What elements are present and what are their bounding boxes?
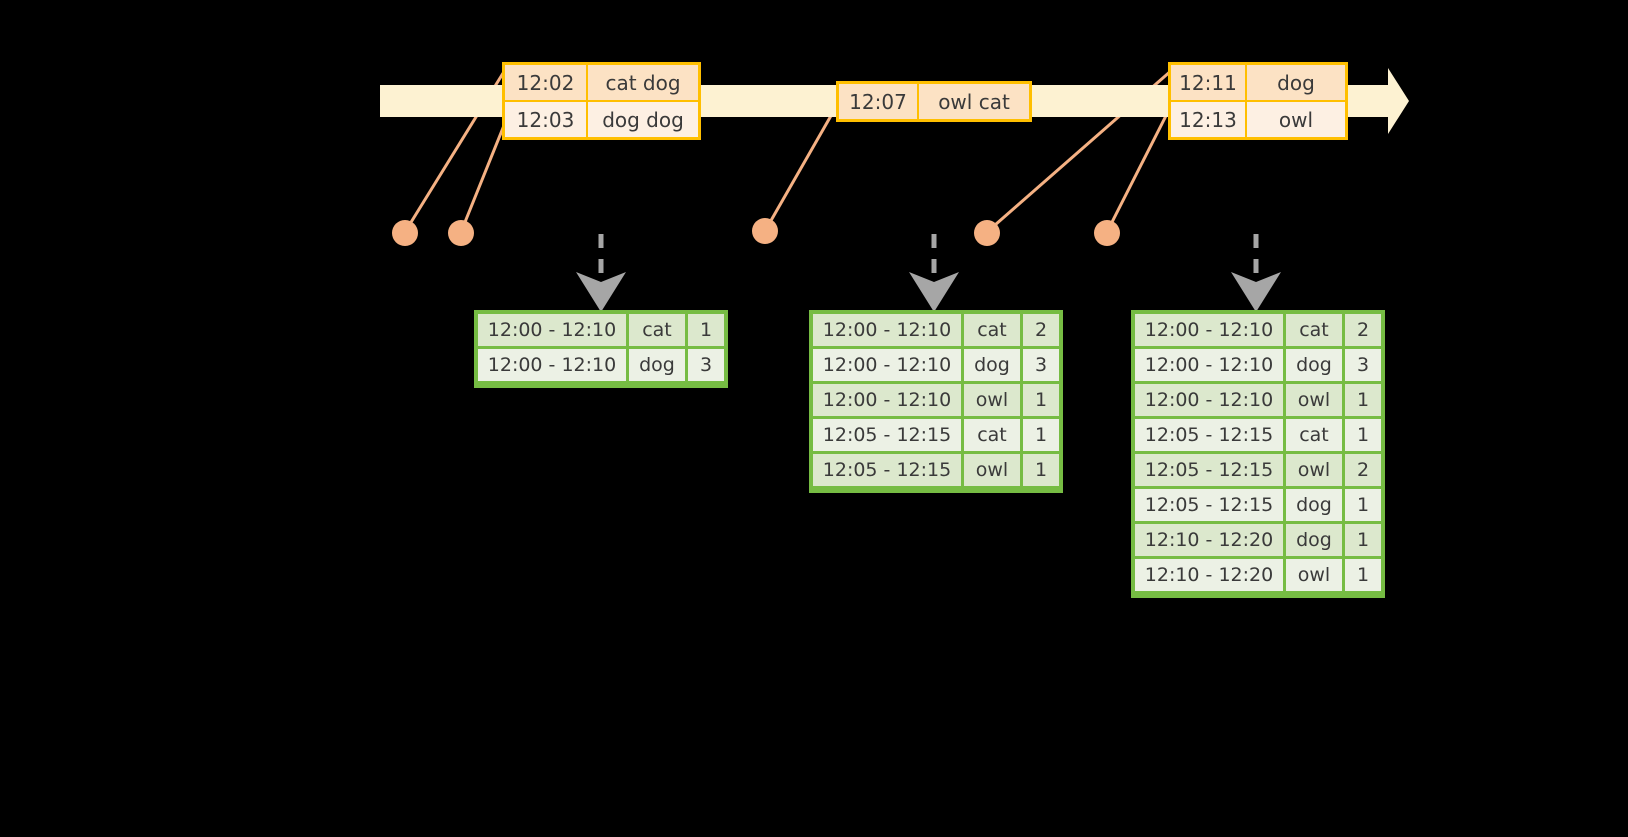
- result-window: 12:00 - 12:10: [813, 314, 961, 346]
- result-count: 2: [1345, 454, 1381, 486]
- result-window: 12:10 - 12:20: [1135, 524, 1283, 556]
- result-window: 12:00 - 12:10: [478, 314, 626, 346]
- result-count: 1: [1023, 384, 1059, 416]
- result-count: 2: [1023, 314, 1059, 346]
- result-window: 12:10 - 12:20: [1135, 559, 1283, 591]
- result-count: 1: [1345, 384, 1381, 416]
- result-key: cat: [1286, 419, 1342, 451]
- result-window: 12:00 - 12:10: [1135, 384, 1283, 416]
- table-row: 12:00 - 12:10 dog 3: [478, 349, 724, 384]
- event-time: 12:02: [505, 65, 588, 100]
- result-key: owl: [1286, 384, 1342, 416]
- event-row: 12:11 dog: [1171, 65, 1345, 100]
- event-value: dog: [1247, 65, 1345, 100]
- result-count: 1: [1345, 489, 1381, 521]
- result-window: 12:00 - 12:10: [1135, 314, 1283, 346]
- event-box-2: 12:07 owl cat: [836, 81, 1032, 122]
- table-row: 12:00 - 12:10 cat 2: [1135, 314, 1381, 349]
- event-dot-4: [974, 220, 1000, 246]
- event-value: cat dog: [588, 65, 698, 100]
- table-row: 12:00 - 12:10 dog 3: [813, 349, 1059, 384]
- table-row: 12:05 - 12:15 owl 1: [813, 454, 1059, 489]
- event-row: 12:13 owl: [1171, 100, 1345, 137]
- result-window: 12:05 - 12:15: [813, 454, 961, 486]
- event-dot-5: [1094, 220, 1120, 246]
- result-key: cat: [964, 419, 1020, 451]
- event-dot-1: [392, 220, 418, 246]
- result-count: 3: [688, 349, 724, 381]
- result-window: 12:05 - 12:15: [1135, 419, 1283, 451]
- result-window: 12:00 - 12:10: [813, 384, 961, 416]
- event-dot-2: [448, 220, 474, 246]
- result-window: 12:00 - 12:10: [1135, 349, 1283, 381]
- dashed-arrows: [576, 234, 1281, 312]
- result-table-1: 12:00 - 12:10 cat 1 12:00 - 12:10 dog 3: [474, 310, 728, 388]
- result-key: dog: [964, 349, 1020, 381]
- result-window: 12:05 - 12:15: [1135, 489, 1283, 521]
- table-row: 12:10 - 12:20 owl 1: [1135, 559, 1381, 594]
- result-key: dog: [1286, 524, 1342, 556]
- result-count: 3: [1345, 349, 1381, 381]
- result-key: dog: [1286, 349, 1342, 381]
- result-key: cat: [964, 314, 1020, 346]
- table-row: 12:00 - 12:10 cat 1: [478, 314, 724, 349]
- result-count: 1: [1023, 419, 1059, 451]
- event-value: owl: [1247, 102, 1345, 137]
- event-box-3: 12:11 dog 12:13 owl: [1168, 62, 1348, 140]
- table-row: 12:00 - 12:10 owl 1: [813, 384, 1059, 419]
- result-count: 1: [1345, 524, 1381, 556]
- result-key: dog: [1286, 489, 1342, 521]
- table-row: 12:00 - 12:10 owl 1: [1135, 384, 1381, 419]
- result-table-2: 12:00 - 12:10 cat 2 12:00 - 12:10 dog 3 …: [809, 310, 1063, 493]
- result-key: owl: [1286, 454, 1342, 486]
- result-key: owl: [1286, 559, 1342, 591]
- table-row: 12:05 - 12:15 cat 1: [813, 419, 1059, 454]
- result-window: 12:05 - 12:15: [813, 419, 961, 451]
- event-value: dog dog: [588, 102, 698, 137]
- event-row: 12:07 owl cat: [839, 84, 1029, 119]
- event-time: 12:03: [505, 102, 588, 137]
- result-key: cat: [1286, 314, 1342, 346]
- result-count: 2: [1345, 314, 1381, 346]
- result-count: 3: [1023, 349, 1059, 381]
- event-box-1: 12:02 cat dog 12:03 dog dog: [502, 62, 701, 140]
- event-row: 12:02 cat dog: [505, 65, 698, 100]
- event-dot-3: [752, 218, 778, 244]
- result-window: 12:05 - 12:15: [1135, 454, 1283, 486]
- table-row: 12:05 - 12:15 dog 1: [1135, 489, 1381, 524]
- table-row: 12:10 - 12:20 dog 1: [1135, 524, 1381, 559]
- result-count: 1: [688, 314, 724, 346]
- result-key: cat: [629, 314, 685, 346]
- result-key: owl: [964, 384, 1020, 416]
- result-count: 1: [1023, 454, 1059, 486]
- table-row: 12:00 - 12:10 dog 3: [1135, 349, 1381, 384]
- event-time: 12:13: [1171, 102, 1247, 137]
- event-time: 12:11: [1171, 65, 1247, 100]
- result-count: 1: [1345, 559, 1381, 591]
- result-window: 12:00 - 12:10: [478, 349, 626, 381]
- table-row: 12:05 - 12:15 cat 1: [1135, 419, 1381, 454]
- result-table-3: 12:00 - 12:10 cat 2 12:00 - 12:10 dog 3 …: [1131, 310, 1385, 598]
- table-row: 12:00 - 12:10 cat 2: [813, 314, 1059, 349]
- event-time: 12:07: [839, 84, 919, 119]
- result-window: 12:00 - 12:10: [813, 349, 961, 381]
- result-count: 1: [1345, 419, 1381, 451]
- table-row: 12:05 - 12:15 owl 2: [1135, 454, 1381, 489]
- result-key: owl: [964, 454, 1020, 486]
- event-value: owl cat: [919, 84, 1029, 119]
- result-key: dog: [629, 349, 685, 381]
- timeline-arrowhead: [1366, 68, 1409, 134]
- event-row: 12:03 dog dog: [505, 100, 698, 137]
